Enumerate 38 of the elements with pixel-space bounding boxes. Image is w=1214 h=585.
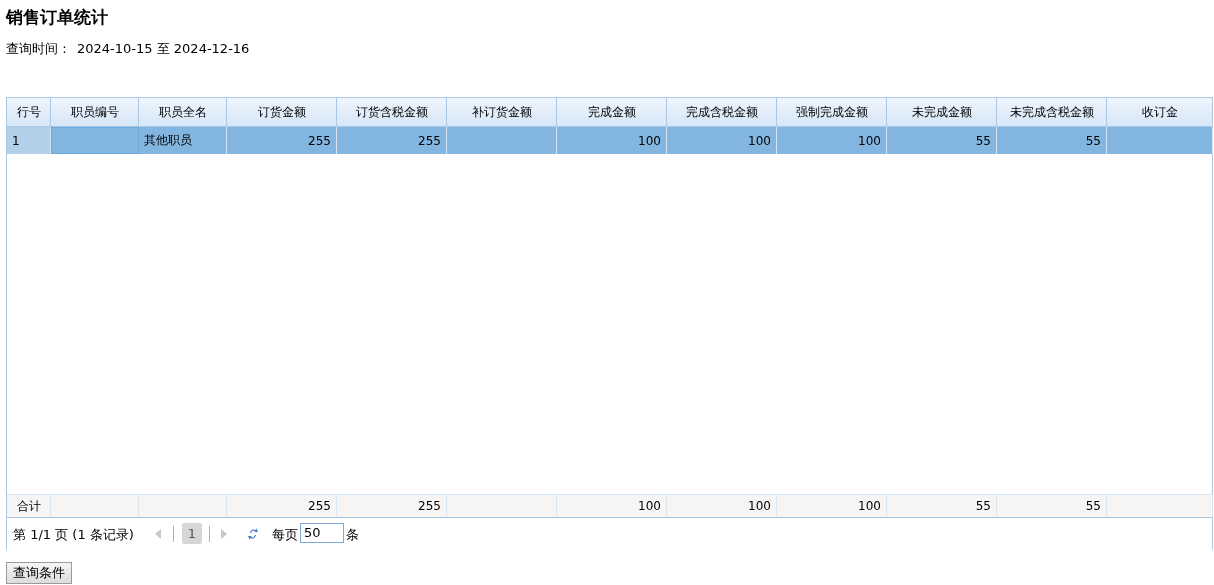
table-cell: 55 <box>997 127 1107 154</box>
table-cell: 255 <box>337 127 447 154</box>
per-page-label: 每页 <box>272 526 298 544</box>
table-cell: 100 <box>667 127 777 154</box>
column-header: 强制完成金额 <box>777 98 887 127</box>
total-cell: 255 <box>227 494 337 517</box>
column-header: 完成金额 <box>557 98 667 127</box>
table-cell: 其他职员 <box>139 127 227 154</box>
current-page-button: 1 <box>182 523 202 544</box>
column-header: 补订货金额 <box>447 98 557 127</box>
column-header: 订货金额 <box>227 98 337 127</box>
column-header: 未完成含税金额 <box>997 98 1107 127</box>
column-header: 完成含税金额 <box>667 98 777 127</box>
date-range: 2024-10-15 至 2024-12-16 <box>77 40 250 58</box>
query-conditions-button: 查询条件 <box>6 562 72 584</box>
column-header: 订货含税金额 <box>337 98 447 127</box>
page-size-field: 50 <box>300 523 344 543</box>
total-cell: 100 <box>557 494 667 517</box>
page-info: 第 1/1 页 (1 条记录) <box>13 526 134 544</box>
column-header: 职员全名 <box>139 98 227 127</box>
table-cell: 55 <box>887 127 997 154</box>
total-cell: 合计 <box>7 494 51 517</box>
table-cell: 100 <box>557 127 667 154</box>
total-cell: 55 <box>887 494 997 517</box>
table-cell: 1 <box>7 127 51 154</box>
total-cell: 100 <box>777 494 887 517</box>
total-cell: 255 <box>337 494 447 517</box>
table-cell: 100 <box>777 127 887 154</box>
table-cell: 255 <box>227 127 337 154</box>
total-cell: 100 <box>667 494 777 517</box>
total-cell: 55 <box>997 494 1107 517</box>
query-label: 查询时间： <box>6 40 71 58</box>
column-header: 职员编号 <box>51 98 139 127</box>
column-header: 行号 <box>7 98 51 127</box>
column-header: 未完成金额 <box>887 98 997 127</box>
column-header: 收订金 <box>1107 98 1213 127</box>
page-title: 销售订单统计 <box>6 6 108 29</box>
per-page-unit: 条 <box>346 526 359 544</box>
